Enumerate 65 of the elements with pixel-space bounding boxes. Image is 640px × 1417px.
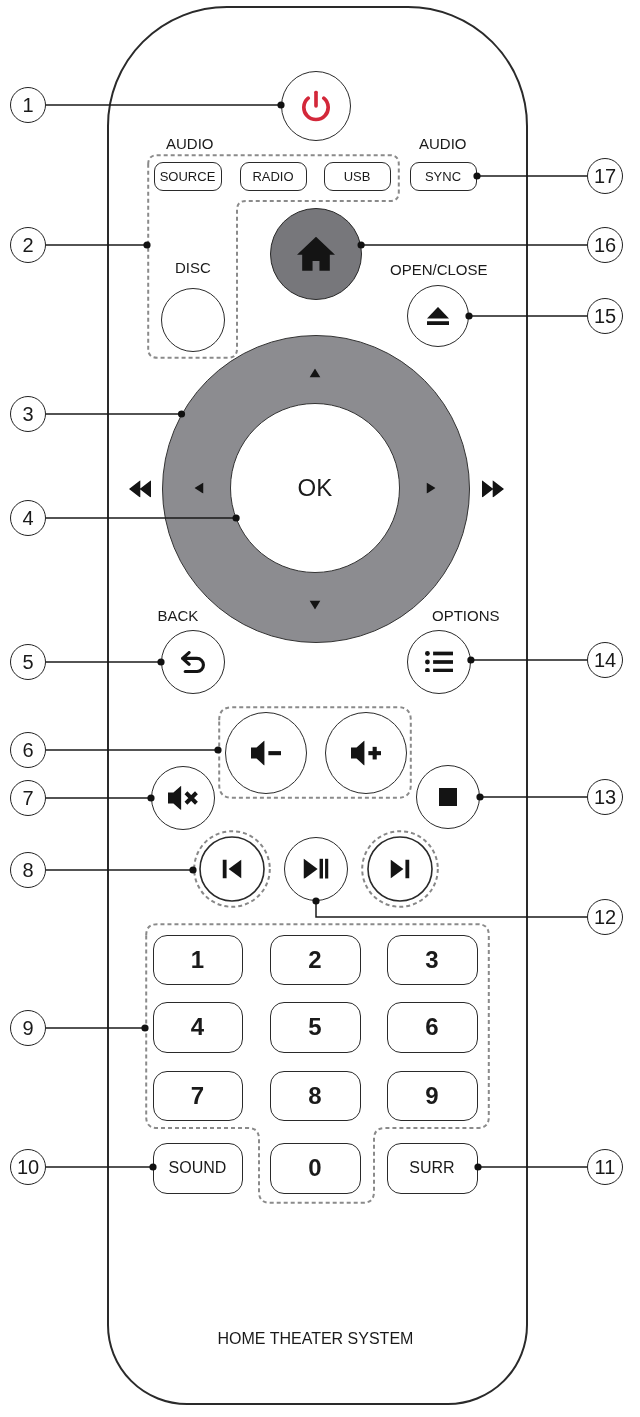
leader-line: [45, 514, 240, 522]
callout-number: 7: [10, 780, 46, 816]
leader-line: [467, 656, 588, 664]
button-caption: OPEN/CLOSE: [390, 262, 488, 277]
callout-number: 1: [10, 87, 46, 123]
ok-button: OK: [229, 402, 400, 573]
volume-down-button: [224, 711, 307, 794]
leader-line: [474, 1163, 588, 1171]
leader-line: [45, 101, 285, 109]
device-caption: HOME THEATER SYSTEM: [217, 1330, 414, 1347]
remote-control-body: [107, 6, 528, 1405]
number-key: 3: [386, 934, 478, 985]
next-button: [360, 829, 439, 908]
callout-number: 4: [10, 500, 46, 536]
remote-key: SURR: [386, 1142, 478, 1194]
volume-up-button: [324, 711, 407, 794]
callout-number: 3: [10, 396, 46, 432]
number-key: 0: [269, 1142, 361, 1194]
number-key: 1: [152, 934, 243, 985]
callout-number: 16: [587, 227, 623, 263]
callout-number: 2: [10, 227, 46, 263]
number-key: 9: [386, 1070, 478, 1121]
callout-number: 9: [10, 1010, 46, 1046]
leader-line: [45, 658, 165, 666]
remote-key: SOUND: [152, 1142, 243, 1194]
remote-key: SOURCE: [153, 161, 222, 191]
callout-number: 8: [10, 852, 46, 888]
leader-line: [45, 866, 197, 874]
button-caption: AUDIO: [419, 136, 467, 151]
leader-line: [45, 1024, 149, 1032]
leader-line: [465, 312, 588, 320]
button-caption: OPTIONS: [432, 608, 500, 623]
callout-number: 14: [587, 642, 623, 678]
callout-number: 6: [10, 732, 46, 768]
number-key: 2: [269, 934, 361, 985]
leader-line: [357, 241, 588, 249]
number-key: 7: [152, 1070, 243, 1121]
leader-line: [45, 794, 155, 802]
callout-number: 11: [587, 1149, 623, 1185]
leader-line: [45, 1163, 157, 1171]
number-key: 8: [269, 1070, 361, 1121]
button-group-outline: [217, 705, 412, 799]
number-key: 4: [152, 1001, 243, 1053]
number-key: 5: [269, 1001, 361, 1053]
callout-number: 13: [587, 779, 623, 815]
leader-line: [312, 897, 588, 918]
callout-number: 5: [10, 644, 46, 680]
callout-number: 10: [10, 1149, 46, 1185]
leader-line: [476, 793, 588, 801]
number-key: 6: [386, 1001, 478, 1053]
callout-number: 15: [587, 298, 623, 334]
button-caption: AUDIO: [166, 136, 214, 151]
leader-line: [45, 746, 222, 754]
leader-line: [45, 410, 186, 418]
callout-number: 12: [587, 899, 623, 935]
leader-line: [473, 172, 588, 180]
button-caption: DISC: [175, 260, 211, 275]
button-caption: BACK: [157, 608, 199, 623]
keypad-outline: [144, 922, 490, 1204]
leader-line: [45, 241, 151, 249]
previous-button: [192, 829, 271, 908]
callout-number: 17: [587, 158, 623, 194]
remote-key: RADIO: [239, 161, 307, 191]
remote-key: USB: [323, 161, 391, 191]
remote-key: SYNC: [409, 161, 477, 191]
